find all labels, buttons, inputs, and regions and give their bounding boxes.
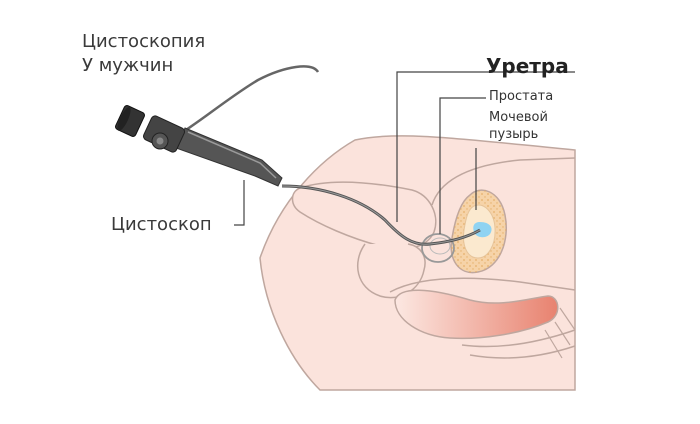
diagram-title-line-2: У мужчин (82, 55, 173, 76)
cystoscope-label: Цистоскоп (111, 214, 212, 235)
scope-valve-inner (157, 138, 164, 145)
scope-light-cable (178, 66, 318, 135)
urethra-label: Уретра (486, 54, 569, 78)
cystoscope-icon (115, 105, 282, 186)
bladder-label-line-1: Мочевой (489, 110, 548, 125)
bladder-label-line-2: пузырь (489, 127, 538, 142)
scope-shaft (176, 128, 282, 186)
cystoscope-leader (234, 180, 244, 225)
diagram-title-line-1: Цистоскопия (82, 31, 205, 52)
prostate-label: Простата (489, 89, 553, 104)
